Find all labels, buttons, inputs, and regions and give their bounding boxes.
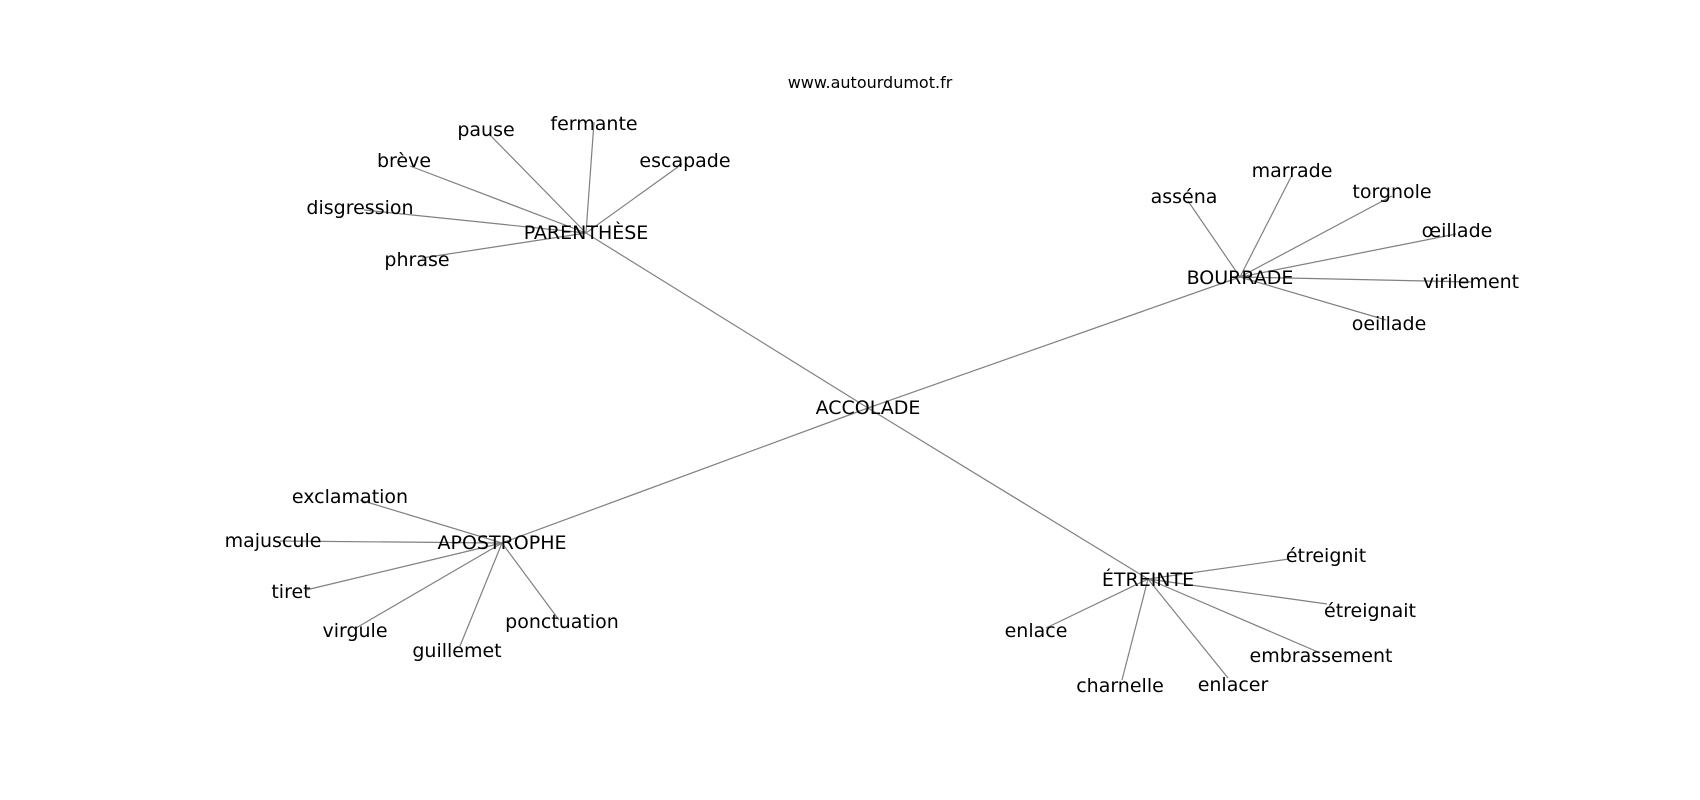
word-node-label[interactable]: exclamation: [292, 486, 408, 508]
edge-hub-4-word-2: [1147, 578, 1328, 605]
edge-hub-2-word-3: [1239, 195, 1393, 278]
edge-hub-4-word-5: [1121, 578, 1149, 681]
word-node-label[interactable]: pause: [457, 119, 514, 141]
edge-hub-2-word-6: [1239, 276, 1387, 321]
edge-hub-3-word-1: [359, 499, 503, 544]
hub-node-label[interactable]: ÉTREINTE: [1102, 568, 1194, 591]
word-node-label[interactable]: escapade: [639, 150, 730, 172]
edge-hub-2-word-5: [1239, 276, 1473, 283]
edge-hub-3-word-3: [305, 542, 503, 591]
word-node-label[interactable]: marrade: [1252, 160, 1333, 182]
word-node-label[interactable]: ponctuation: [505, 611, 619, 633]
word-node-label[interactable]: oeillade: [1352, 313, 1427, 335]
edge-hub-1-word-1: [488, 133, 587, 234]
word-node-label[interactable]: charnelle: [1076, 675, 1164, 697]
edge-hub-3-word-6: [501, 542, 560, 621]
edge-layer: [279, 121, 1473, 681]
edge-hub-4-word-4: [1045, 578, 1149, 629]
word-node-label[interactable]: enlacer: [1198, 674, 1269, 696]
edge-hub-4-word-6: [1147, 578, 1229, 679]
edge-root-to-hub-4: [867, 407, 1149, 580]
word-node-label[interactable]: embrassement: [1250, 645, 1393, 667]
word-node-label[interactable]: virilement: [1423, 271, 1519, 293]
hub-node-label[interactable]: BOURRADE: [1187, 267, 1294, 289]
root-node-label[interactable]: ACCOLADE: [816, 397, 921, 419]
edge-hub-4-word-1: [1147, 558, 1290, 580]
site-credit: www.autourdumot.fr: [788, 73, 953, 92]
edge-hub-1-word-4: [409, 165, 587, 234]
word-node-label[interactable]: phrase: [384, 249, 449, 271]
edge-hub-2-word-1: [1187, 200, 1241, 278]
word-node-label[interactable]: guillemet: [412, 640, 501, 662]
word-node-label[interactable]: majuscule: [225, 530, 322, 552]
edge-hub-2-word-2: [1239, 174, 1293, 278]
word-node-label[interactable]: étreignait: [1324, 600, 1416, 622]
word-node-label[interactable]: disgression: [306, 197, 413, 219]
word-node-label[interactable]: asséna: [1151, 186, 1218, 208]
edge-hub-1-word-6: [421, 232, 587, 259]
edge-hub-1-word-5: [363, 209, 587, 234]
word-node-label[interactable]: virgule: [322, 620, 387, 642]
word-node-label[interactable]: torgnole: [1352, 181, 1431, 203]
hub-node-label[interactable]: PARENTHÈSE: [524, 221, 649, 244]
hub-node-label[interactable]: APOSTROPHE: [438, 532, 567, 554]
edge-root-to-hub-3: [501, 407, 869, 544]
edge-hub-1-word-3: [585, 163, 683, 234]
edge-root-to-hub-2: [867, 276, 1241, 409]
word-node-label[interactable]: brève: [377, 150, 431, 172]
edge-hub-3-word-5: [459, 542, 503, 647]
edge-hub-2-word-4: [1239, 233, 1457, 278]
word-node-label[interactable]: œillade: [1422, 220, 1493, 242]
edge-hub-1-word-2: [585, 121, 595, 234]
edge-root-to-hub-1: [585, 232, 869, 409]
edge-hub-3-word-4: [355, 542, 503, 629]
word-node-label[interactable]: fermante: [550, 113, 637, 135]
edge-hub-3-word-2: [279, 540, 503, 544]
word-node-label[interactable]: tiret: [271, 581, 310, 603]
word-node-label[interactable]: étreignit: [1286, 545, 1366, 567]
edge-hub-4-word-3: [1147, 578, 1319, 653]
word-node-label[interactable]: enlace: [1005, 620, 1068, 642]
